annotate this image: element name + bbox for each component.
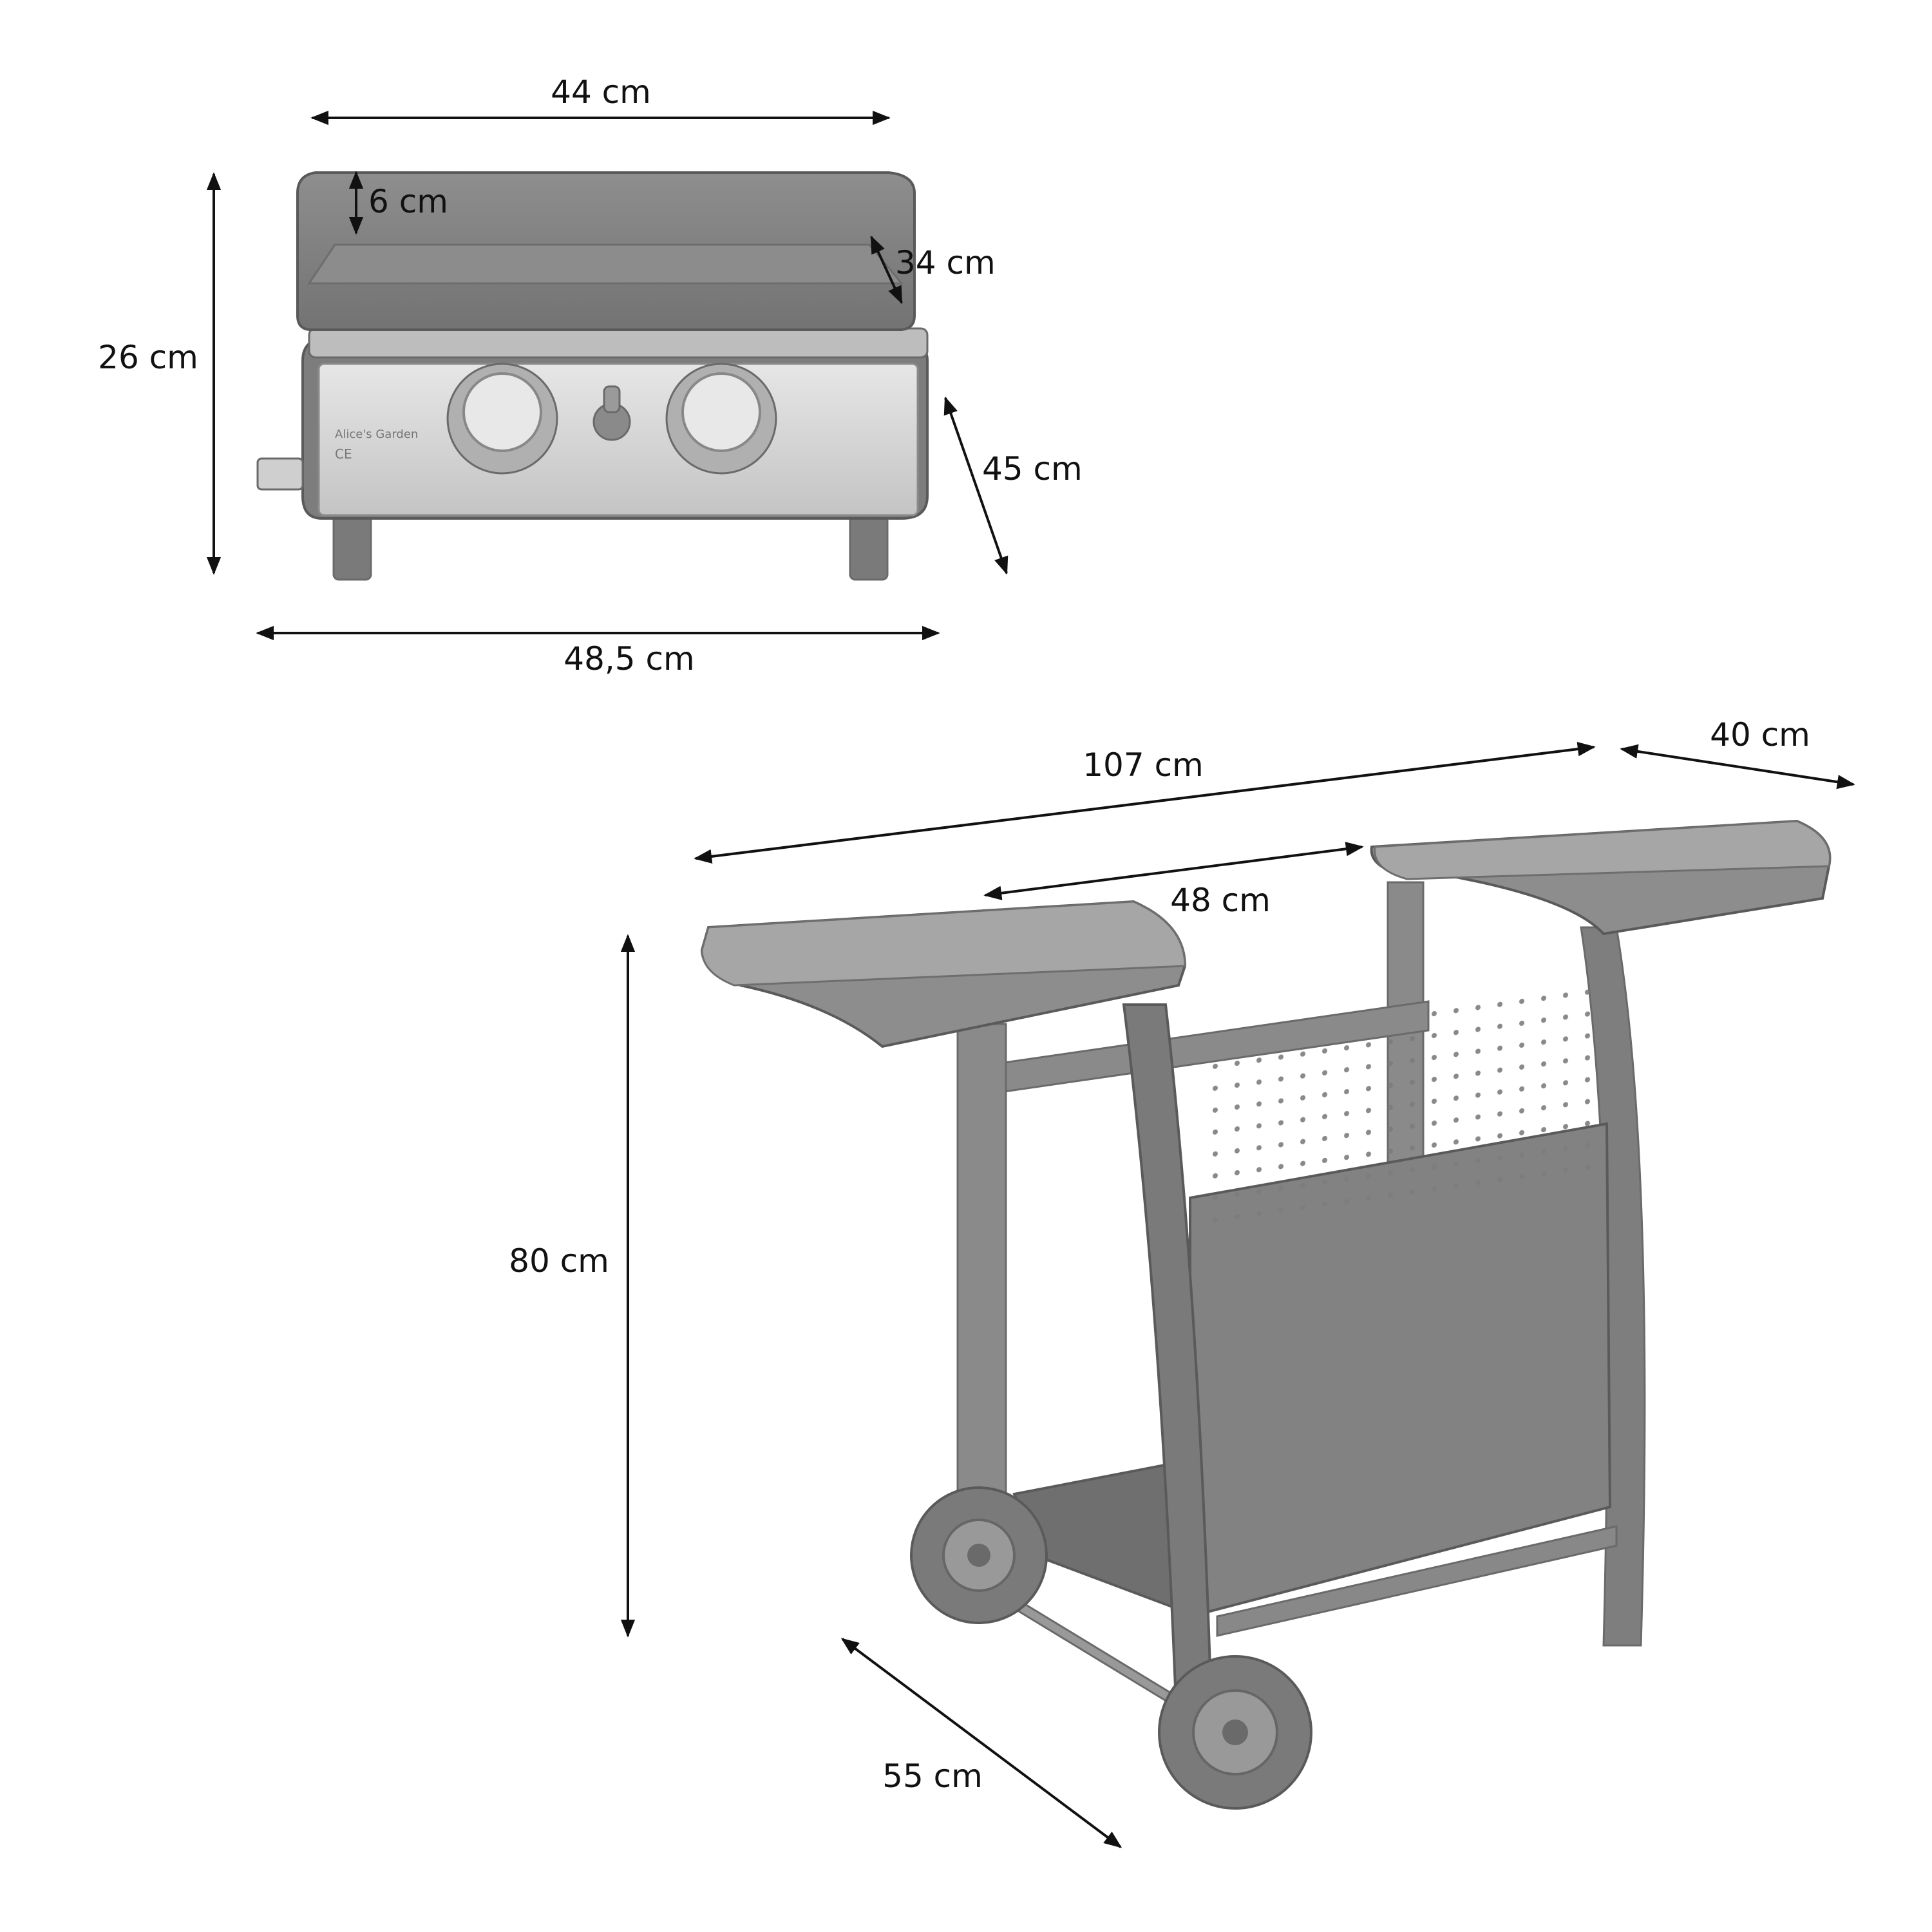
dim-inner-width: 48 cm xyxy=(1170,882,1271,919)
dim-width-bottom: 48,5 cm xyxy=(564,640,694,677)
plancha-leg-right xyxy=(849,514,889,581)
plancha-leg-left xyxy=(332,514,372,581)
plancha-dimensions: 44 cm 6 cm 34 cm 26 cm 45 cm 48,5 cm xyxy=(98,73,1083,677)
ce-label: CE xyxy=(335,446,352,462)
dim-lip-height: 6 cm xyxy=(368,183,448,220)
cart-front-leg-left xyxy=(956,1023,1007,1495)
cart-wheel-back xyxy=(910,1486,1048,1624)
cart-back-post-right xyxy=(1580,926,1646,1647)
cart-axle xyxy=(1017,1602,1174,1703)
brand-label: Alice's Garden xyxy=(335,428,418,441)
dim-height: 26 cm xyxy=(98,339,198,376)
gas-connector-icon xyxy=(256,457,304,491)
dim-plate-depth: 34 cm xyxy=(895,244,996,281)
plancha-plate-inner xyxy=(307,243,904,285)
cart-dimensions: 107 cm 40 cm 48 cm 80 cm 55 cm xyxy=(509,716,1855,1848)
plancha-illustration: Alice's Garden CE xyxy=(256,171,929,581)
cart-bottom-rail xyxy=(1216,1525,1618,1637)
dim-shelf-depth: 40 cm xyxy=(1710,716,1810,753)
cart-wheel-front xyxy=(1158,1655,1312,1810)
knob-right-icon xyxy=(681,372,761,452)
knob-left-icon xyxy=(462,372,542,452)
dim-total-width: 107 cm xyxy=(1083,746,1204,784)
plancha-top-rail xyxy=(308,327,929,359)
cart-shelf-left-top xyxy=(701,900,1186,987)
igniter-stem xyxy=(603,385,621,413)
dim-cart-height: 80 cm xyxy=(509,1242,609,1280)
dim-depth: 45 cm xyxy=(982,450,1083,488)
dim-cart-depth: 55 cm xyxy=(882,1757,983,1795)
cart-illustration xyxy=(700,819,1832,1810)
dim-width-top: 44 cm xyxy=(551,73,651,111)
